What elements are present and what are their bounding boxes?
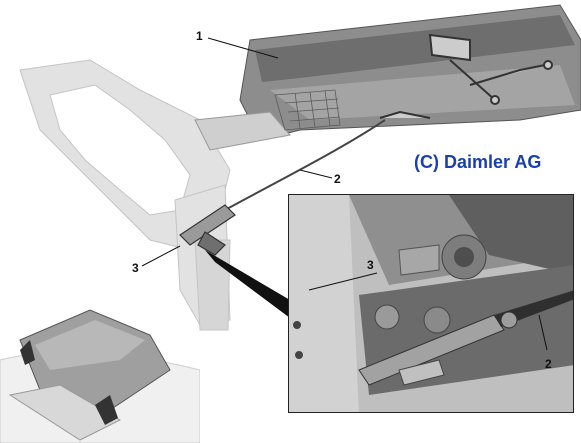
lock-lever xyxy=(179,204,236,256)
zoom-wedge xyxy=(205,250,290,318)
roof-front-panel xyxy=(194,4,581,151)
copyright-notice: (C) Daimler AG xyxy=(414,152,542,172)
inset-callout-3: 3 xyxy=(367,258,374,272)
callout-2: 2 xyxy=(334,172,341,186)
inset-drawing xyxy=(289,195,573,412)
vehicle-thumbnail xyxy=(0,300,200,443)
ghost-roof-frame xyxy=(19,59,231,331)
panel-linkage xyxy=(379,33,553,119)
callout-3: 3 xyxy=(132,261,139,275)
leader-lines xyxy=(141,37,333,267)
inset-callout-2: 2 xyxy=(545,357,552,371)
panel-grid xyxy=(274,89,341,131)
inset-detail-view xyxy=(288,194,574,413)
bowden-cable xyxy=(224,119,386,211)
callout-1: 1 xyxy=(196,29,203,43)
